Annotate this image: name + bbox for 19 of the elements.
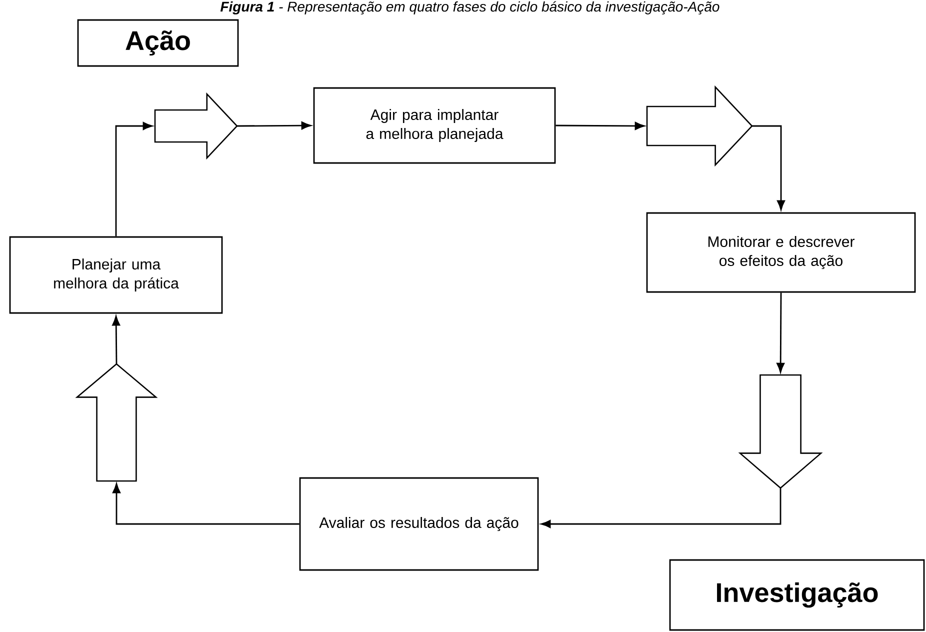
hollow-arrow (75, 363, 158, 482)
process-box: Avaliar os resultados da ação (299, 477, 539, 571)
arrow (112, 483, 300, 525)
arrow (112, 316, 120, 364)
arrow (752, 125, 785, 210)
arrow (540, 488, 782, 528)
hollow-arrow (738, 374, 823, 489)
arrow (237, 122, 312, 130)
hollow-arrow (154, 92, 238, 160)
process-box: Planejar uma melhora da prática (9, 236, 223, 314)
arrow (115, 122, 153, 236)
hollow-arrow (646, 85, 753, 167)
arrow (556, 122, 645, 130)
process-box: Monitorar e descrever os efeitos da ação (646, 212, 916, 293)
heading-box: Ação (77, 19, 239, 67)
process-box: Agir para implantar a melhora planejada (313, 87, 556, 164)
heading-box: Investigação (669, 559, 925, 631)
figure-title: Figura 1 - Representação em quatro fases do ciclo básico da investigação-Ação (220, 1, 720, 14)
arrow (776, 292, 785, 373)
